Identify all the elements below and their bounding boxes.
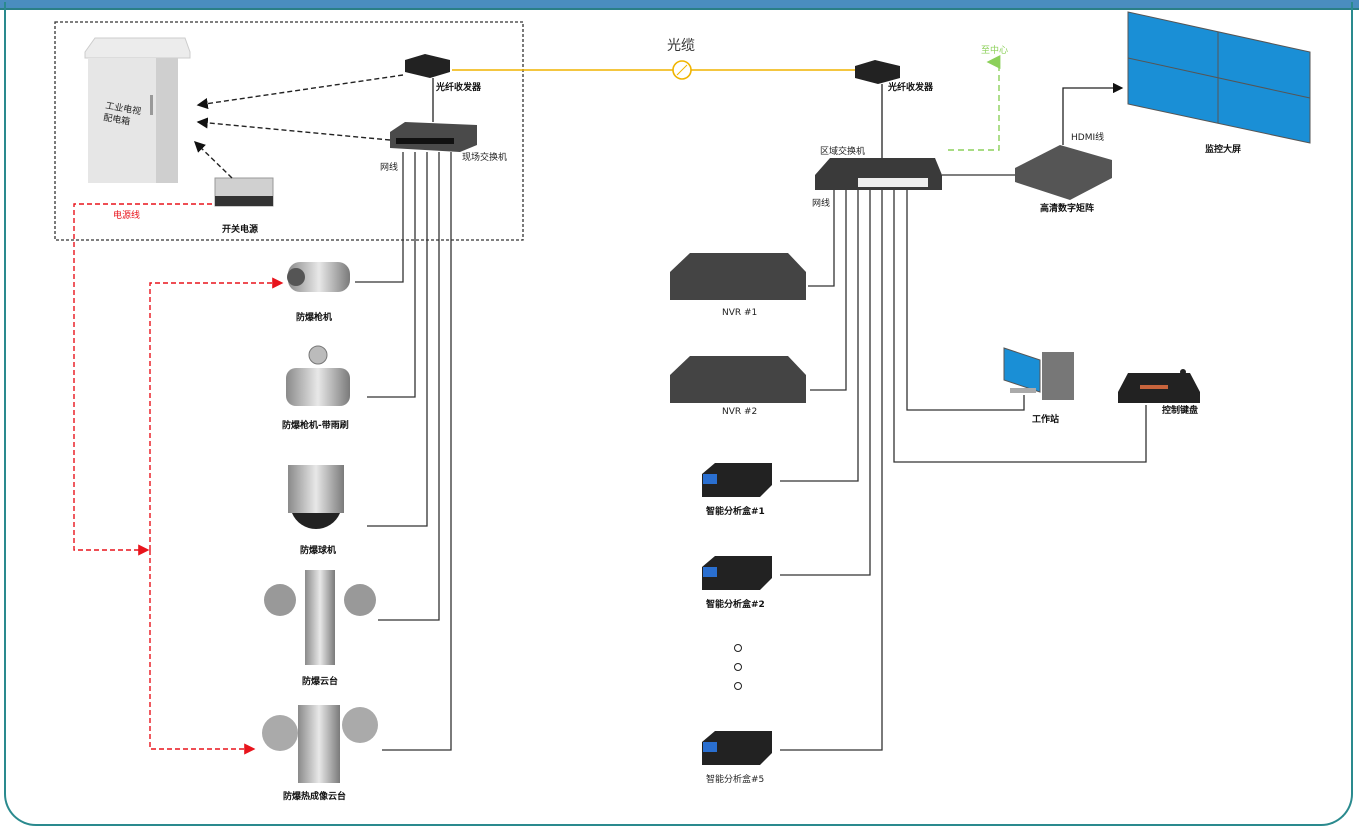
field-switch-label: 现场交换机 [462, 151, 507, 163]
field-transceiver-label: 光纤收发器 [435, 81, 482, 93]
matrix-icon [1015, 145, 1112, 200]
analysis-box-label: 智能分析盒#1 [706, 505, 765, 517]
fiber-transceiver-icon [405, 54, 450, 78]
video-wall-icon [1127, 11, 1311, 144]
camera-cables [355, 152, 452, 751]
analysis-box-label: 智能分析盒#2 [706, 598, 765, 610]
hdmi-label: HDMI线 [1071, 131, 1104, 143]
analysis-box-icon [702, 731, 772, 765]
nvr-icon [670, 253, 806, 300]
camera-label: 防爆枪机 [296, 311, 332, 323]
camera-ptz-icon [264, 570, 376, 665]
header-bar [0, 0, 1359, 10]
ellipsis-dots [734, 644, 742, 690]
field-switch-icon [390, 122, 477, 152]
matrix-label: 高清数字矩阵 [1040, 202, 1094, 214]
region-switch-icon [815, 158, 942, 190]
power-line-label: 电源线 [113, 209, 140, 221]
analysis-box-icon [702, 556, 772, 590]
camera-bullet-icon [287, 262, 350, 292]
nvr-label: NVR #2 [722, 407, 757, 417]
region-switch-label: 区域交换机 [820, 145, 865, 157]
to-center-label: 至中心 [981, 44, 1008, 56]
workstation-icon [1003, 347, 1074, 400]
center-cables [780, 174, 1147, 751]
power-supply-label: 开关电源 [222, 223, 258, 235]
camera-label: 防爆云台 [302, 675, 338, 687]
cabinet-icon [84, 37, 191, 183]
field-zone-box [54, 21, 524, 241]
keyboard-label: 控制键盘 [1162, 404, 1198, 416]
video-wall-label: 监控大屏 [1205, 143, 1241, 155]
camera-label: 防爆球机 [300, 544, 336, 556]
camera-label: 防爆热成像云台 [283, 790, 346, 802]
analysis-box-label: 智能分析盒#5 [706, 773, 764, 785]
control-keyboard-icon [1118, 369, 1200, 403]
camera-label: 防爆枪机-带雨刷 [282, 419, 349, 431]
nvr-icon [670, 356, 806, 403]
nvr-label: NVR #1 [722, 308, 757, 318]
fiber-cable-label: 光缆 [667, 38, 695, 54]
camera-dome-icon [288, 465, 344, 529]
center-transceiver-label: 光纤收发器 [887, 81, 934, 93]
diagram-frame [4, 2, 1353, 826]
camera-thermal-ptz-icon [262, 705, 378, 783]
power-supply-icon [214, 177, 274, 207]
camera-bullet-wiper-icon [286, 345, 350, 406]
field-network-cable-label: 网线 [380, 161, 398, 173]
center-transceiver-icon [855, 60, 900, 84]
region-network-cable-label: 网线 [812, 197, 830, 209]
analysis-box-icon [702, 463, 772, 497]
workstation-label: 工作站 [1032, 413, 1059, 425]
